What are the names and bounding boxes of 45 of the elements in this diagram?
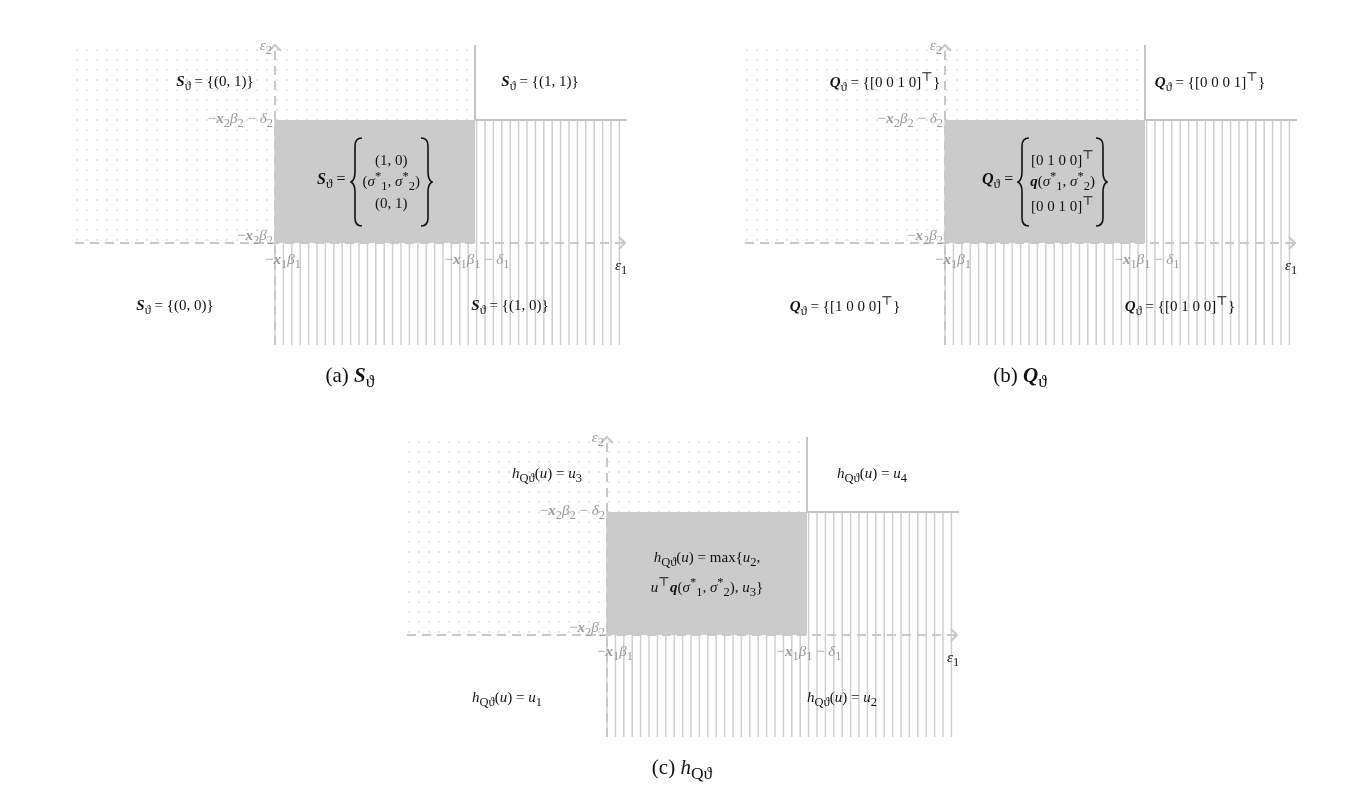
axis-label: −x$_{2}$β$_{2}$ − δ$_{2}$ — [539, 501, 605, 523]
axis-label: −x$_{2}$β$_{2}$ — [237, 226, 273, 248]
axis-label: −x$_{1}$β$_{1}$ — [597, 642, 633, 664]
axis-label: ε$_{2}$ — [929, 36, 942, 58]
region-formula: ε$_{1}$ — [615, 256, 628, 278]
formula-text: Q$_{ϑ}$ = — [982, 170, 1014, 193]
region-formula: S$_{ϑ}$ = {(0, 1)} — [176, 72, 254, 94]
panel-caption: (b) Q$_{ϑ}$ — [993, 364, 1047, 392]
region-formula: Q$_{ϑ}$ = {[0 1 0 0]$^{⊤}$} — [1124, 295, 1236, 319]
formula-text: [0 0 1 0]$^{⊤}$ — [1031, 194, 1095, 215]
formula-text: h$_{Qϑ}$(u) = max{u$_{2}$, u$^{⊤}$q(σ$^{*}$$_{1}$, σ$^{*}$$_{2}$), u$_{3}$} — [649, 548, 765, 601]
region-formula: h$_{Qϑ}$(u) = u$_{3}$ — [512, 464, 582, 486]
region-formula: h$_{Qϑ}$(u) = u$_{1}$ — [472, 688, 542, 710]
formula-text: q(σ$^{*}$$_{1}$, σ$^{*}$$_{2}$) — [1030, 169, 1095, 194]
shaded-region — [275, 120, 475, 243]
axis-label: −x$_{2}$β$_{2}$ − δ$_{2}$ — [207, 109, 273, 131]
formula-text: S$_{ϑ}$ = — [317, 170, 346, 193]
region-formula: S$_{ϑ}$ = {(1, 1)} — [501, 72, 579, 94]
axis-label: −x$_{1}$β$_{1}$ — [935, 250, 971, 272]
panel-caption: (a) S$_{ϑ}$ — [325, 364, 375, 392]
axis-label: ε$_{2}$ — [591, 428, 604, 450]
axis-label: −x$_{1}$β$_{1}$ − δ$_{1}$ — [1114, 250, 1180, 272]
region-formula: Q$_{ϑ}$ = {[0 0 1 0]$^{⊤}$} — [829, 71, 941, 95]
region-formula: S$_{ϑ}$ = {(0, 0)} — [136, 296, 214, 318]
region-formula: ε$_{1}$ — [1285, 256, 1298, 278]
region-formula: S$_{ϑ}$ = {(1, 0)} — [471, 296, 549, 318]
shaded-region — [607, 512, 807, 635]
axis-label: −x$_{2}$β$_{2}$ — [569, 618, 605, 640]
formula-text: (σ$^{*}$$_{1}$, σ$^{*}$$_{2}$) — [362, 169, 420, 194]
region-formula: ε$_{1}$ — [947, 648, 960, 670]
formula-text: (1, 0) — [375, 151, 408, 169]
panel-caption: (c) h$_{Qϑ}$ — [651, 756, 713, 784]
shaded-region — [945, 120, 1145, 243]
axis-label: −x$_{2}$β$_{2}$ − δ$_{2}$ — [877, 109, 943, 131]
axis-label: ε$_{2}$ — [259, 36, 272, 58]
region-formula: Q$_{ϑ}$ = {[0 0 0 1]$^{⊤}$} — [1154, 71, 1266, 95]
region-formula: Q$_{ϑ}$ = {[1 0 0 0]$^{⊤}$} — [789, 295, 901, 319]
formula-text: [0 1 0 0]$^{⊤}$ — [1031, 148, 1095, 169]
region-formula: h$_{Qϑ}$(u) = u$_{2}$ — [807, 688, 877, 710]
region-formula: h$_{Qϑ}$(u) = u$_{4}$ — [837, 464, 907, 486]
axis-label: −x$_{1}$β$_{1}$ — [265, 250, 301, 272]
axis-label: −x$_{1}$β$_{1}$ − δ$_{1}$ — [776, 642, 842, 664]
axis-label: −x$_{1}$β$_{1}$ − δ$_{1}$ — [444, 250, 510, 272]
axis-label: −x$_{2}$β$_{2}$ — [907, 226, 943, 248]
formula-text: (0, 1) — [375, 194, 408, 212]
